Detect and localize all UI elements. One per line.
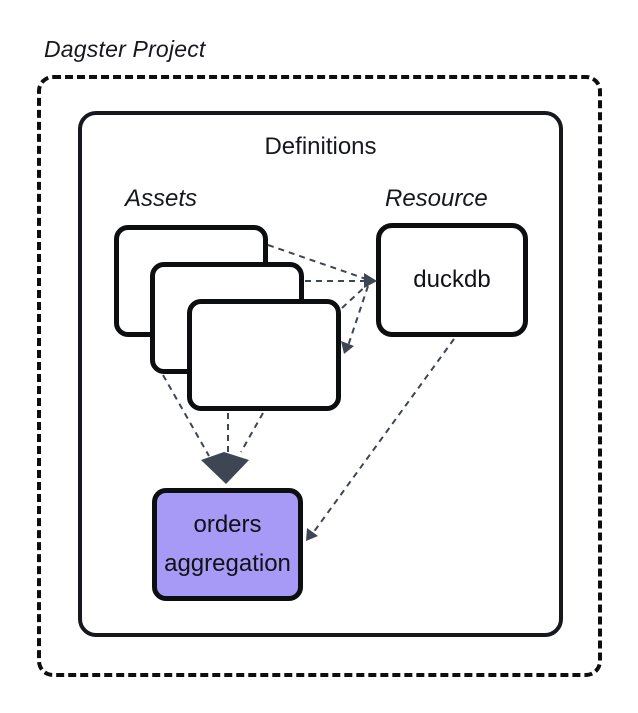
asset-card-3 (187, 299, 341, 411)
duckdb-node-label: duckdb (413, 266, 491, 293)
assets-group-label: Assets (125, 185, 198, 212)
definitions-label: Definitions (264, 133, 377, 160)
resource-group-label: Resource (385, 185, 488, 212)
duckdb-resource-node: duckdb (376, 223, 528, 337)
dagster-project-boundary (37, 75, 602, 677)
project-title: Dagster Project (44, 36, 206, 62)
orders-aggregation-node: orders aggregation (152, 488, 303, 601)
orders-aggregation-label: orders aggregation (164, 511, 291, 577)
